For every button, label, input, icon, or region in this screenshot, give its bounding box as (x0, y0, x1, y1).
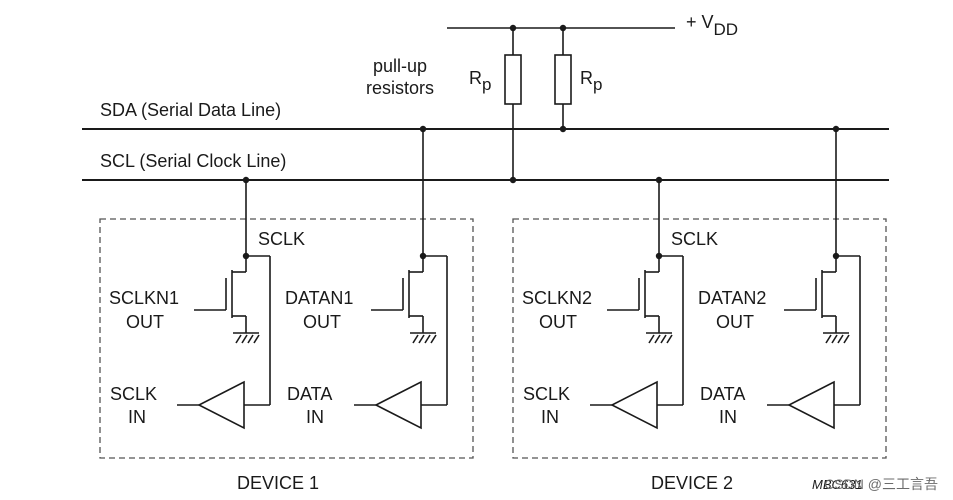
device-1-clk-ground-icon (233, 332, 260, 344)
watermark: CSDN @三工言吾 (824, 476, 938, 492)
device-1-clk-in-label-1: SCLK (110, 384, 157, 404)
device-1-name: DEVICE 1 (237, 473, 319, 493)
device-2-data-ground-icon (823, 332, 850, 344)
device-2-clk-buffer-icon (610, 380, 658, 430)
device-2-data-buffer-icon (787, 380, 835, 430)
sda-rp-junction (559, 125, 567, 133)
resistor-rp-2 (554, 54, 572, 105)
device-1-data-out-label-2: OUT (303, 312, 341, 332)
device-1-data-in-label-1: DATA (287, 384, 332, 404)
device-2-data-out-label-1: DATAN2 (698, 288, 766, 308)
device-1-clk-in-label-2: IN (128, 407, 146, 427)
sda-label: SDA (Serial Data Line) (100, 100, 281, 120)
device-2-clk-out-label-2: OUT (539, 312, 577, 332)
device-2-box (512, 218, 887, 459)
device-2-name: DEVICE 2 (651, 473, 733, 493)
device-1-clk-buffer-icon (197, 380, 245, 430)
device-1-data-ground-icon (410, 332, 437, 344)
device-1-clk-out-label-2: OUT (126, 312, 164, 332)
resistor-rp-2-label: Rp (580, 68, 602, 94)
pullup-label-line1: pull-up (373, 56, 427, 76)
resistor-rp-1-label: Rp (469, 68, 491, 94)
resistor-rp-1 (504, 54, 522, 105)
device-2-clk-in-label-1: SCLK (523, 384, 570, 404)
scl-rp-junction (509, 176, 517, 184)
device-2-clk-in-label-2: IN (541, 407, 559, 427)
pullup-label-line2: resistors (366, 78, 434, 98)
device-2-data-out-label-2: OUT (716, 312, 754, 332)
device-2-clk-ground-icon (646, 332, 673, 344)
device-1-box (99, 218, 474, 459)
device-2-clk-out-label-1: SCLKN2 (522, 288, 592, 308)
figure-code: MBC631 (812, 477, 863, 492)
vdd-label: + VDD (686, 12, 738, 39)
device-2-sclk-label: SCLK (671, 229, 718, 249)
device-1: SCLK SCLKN1 OUT SCLK IN (99, 125, 474, 493)
device-1-clk-out-label-1: SCLKN1 (109, 288, 179, 308)
device-2-data-in-label-1: DATA (700, 384, 745, 404)
device-1-sclk-label: SCLK (258, 229, 305, 249)
device-1-data-buffer-icon (374, 380, 422, 430)
scl-label: SCL (Serial Clock Line) (100, 151, 286, 171)
device-2: SCLK SCLKN2 OUT SCLK IN (512, 125, 887, 493)
device-1-data-in-label-2: IN (306, 407, 324, 427)
device-1-data-out-label-1: DATAN1 (285, 288, 353, 308)
device-2-data-in-label-2: IN (719, 407, 737, 427)
